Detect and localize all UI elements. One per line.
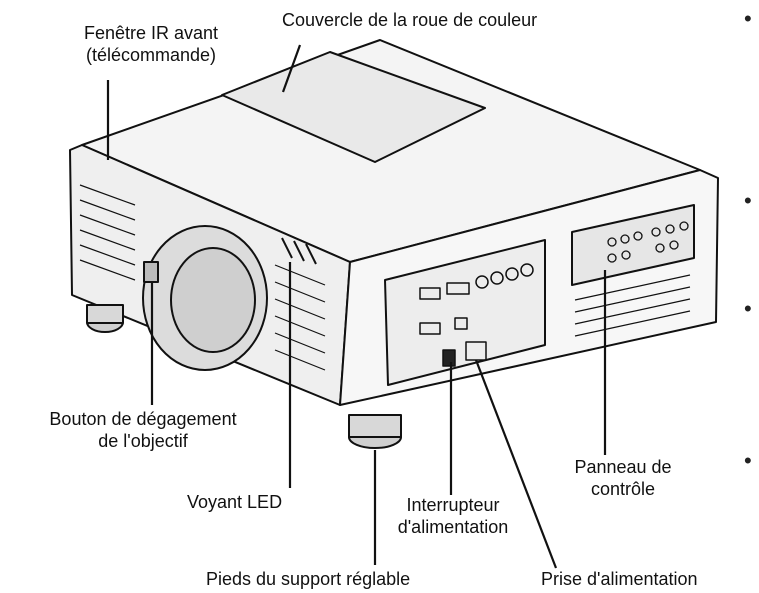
label-lens-release-line2: de l'objectif	[98, 431, 188, 451]
label-power-switch: Interrupteur d'alimentation	[368, 494, 538, 538]
label-ir-window: Fenêtre IR avant (télécommande)	[66, 22, 236, 66]
label-led-indicator: Voyant LED	[187, 492, 283, 512]
bullet-2: •	[744, 188, 752, 213]
connector-jacks	[419, 263, 534, 367]
callout-power-socket	[474, 359, 558, 569]
control-buttons	[607, 221, 689, 263]
callout-lines	[106, 44, 607, 569]
lens-release-button	[143, 261, 159, 283]
led-indicator	[281, 237, 317, 265]
label-control-panel-line1: Panneau de	[574, 457, 672, 477]
connector-panel	[384, 239, 546, 386]
label-lens-release: Bouton de dégagement de l'objectif	[8, 408, 278, 452]
label-ir-window-line2: (télécommande)	[85, 45, 217, 65]
label-power-switch-line1: Interrupteur	[406, 495, 500, 515]
label-power-socket: Prise d'alimentation	[541, 569, 698, 589]
side-vents	[574, 274, 691, 337]
label-color-wheel-cover: Couvercle de la roue de couleur	[282, 10, 538, 30]
label-lens-release-line1: Bouton de dégagement	[49, 409, 237, 429]
bullet-4: •	[744, 448, 752, 473]
label-control-panel: Panneau de contrôle	[558, 456, 688, 500]
lens-glass	[170, 247, 256, 353]
label-ir-window-line1: Fenêtre IR avant	[83, 23, 219, 43]
bullet-3: •	[744, 296, 752, 321]
bullet-1: •	[744, 6, 752, 31]
front-vents	[79, 184, 326, 371]
callout-color-wheel	[281, 44, 302, 93]
control-panel	[571, 204, 695, 286]
label-control-panel-line2: contrôle	[590, 479, 656, 499]
label-power-switch-line2: d'alimentation	[397, 517, 509, 537]
label-adjustable-feet: Pieds du support réglable	[206, 569, 411, 589]
